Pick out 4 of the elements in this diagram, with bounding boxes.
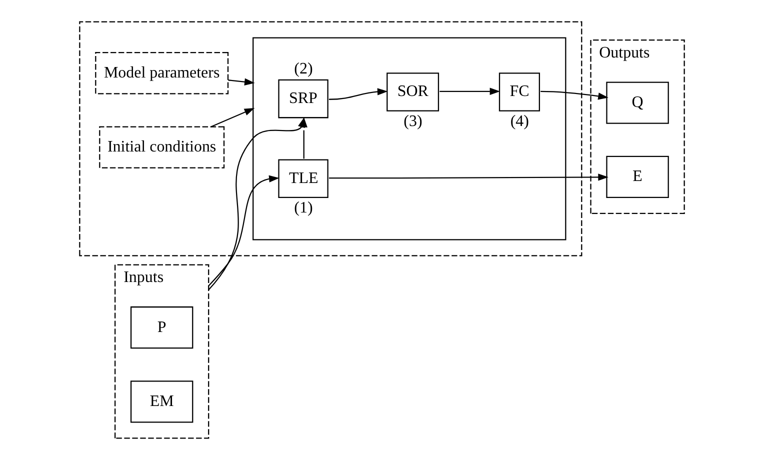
node-label: (3) bbox=[403, 112, 422, 130]
node-label: (1) bbox=[294, 200, 312, 217]
node-label: (2) bbox=[294, 60, 312, 78]
node-label: (4) bbox=[510, 112, 528, 130]
